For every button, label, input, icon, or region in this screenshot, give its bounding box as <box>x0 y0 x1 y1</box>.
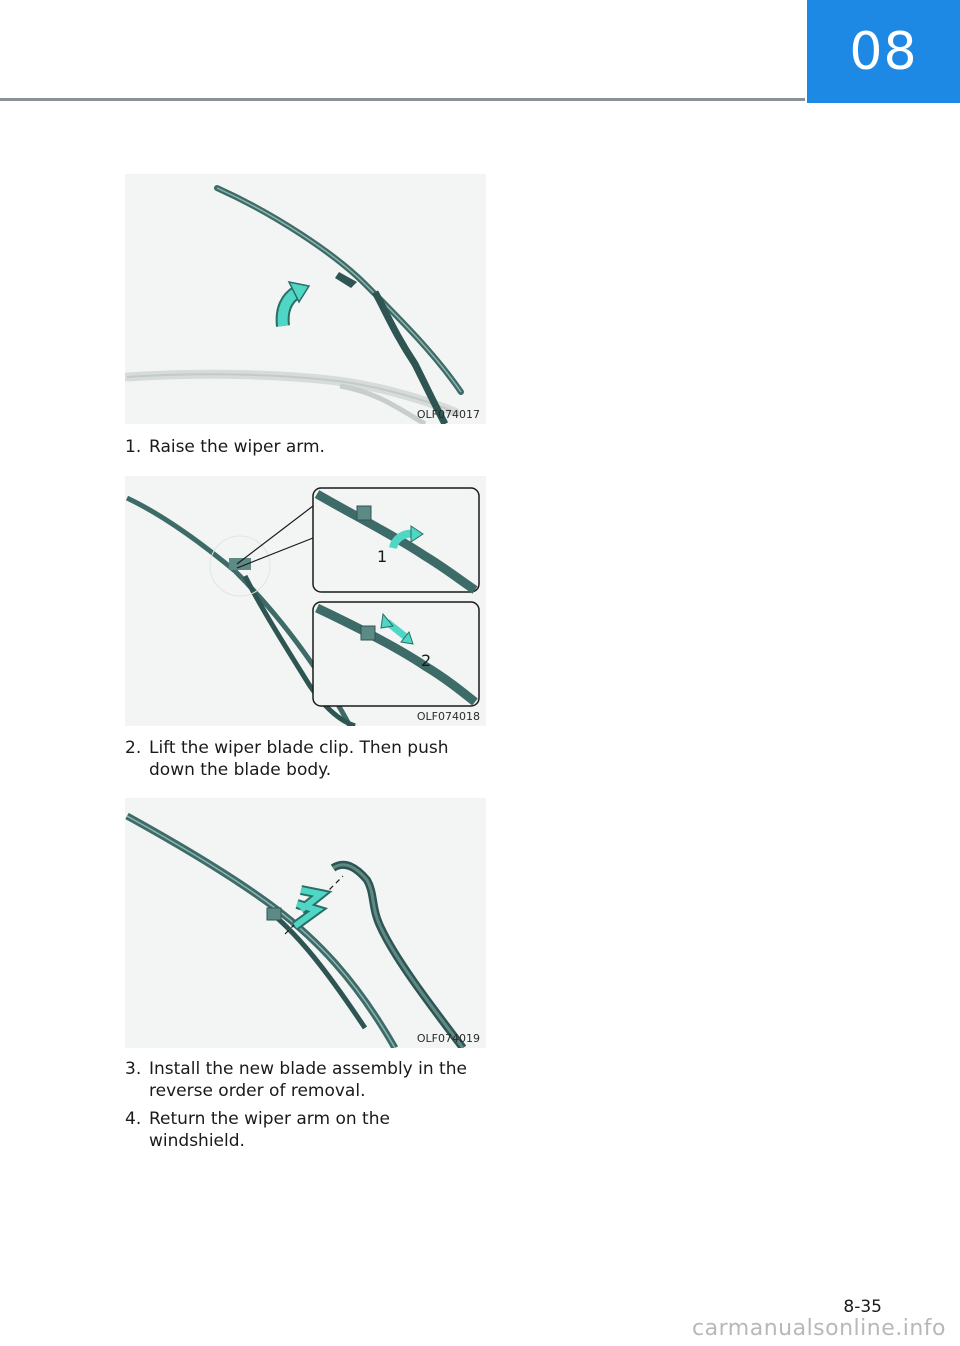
callout-2: 2 <box>421 651 431 670</box>
step-number: 1. <box>125 437 142 457</box>
step-1: 1. Raise the wiper arm. <box>125 436 487 458</box>
step-3: 3. Install the new blade assembly in the… <box>125 1058 487 1102</box>
step-text: Raise the wiper arm. <box>149 437 325 457</box>
blade-clip-illustration: 1 2 <box>125 487 480 726</box>
chapter-tab: 08 <box>807 0 960 103</box>
figure-lift-blade-clip: 1 2 OLF074018 <box>125 476 486 726</box>
page-number: 8-35 <box>843 1297 882 1317</box>
wiper-arm-raised-illustration <box>125 185 464 424</box>
figure-code: OLF074019 <box>416 1032 480 1045</box>
figure-install-blade: OLF074019 <box>125 798 486 1048</box>
figure-code: OLF074018 <box>416 710 480 723</box>
step-2: 2. Lift the wiper blade clip. Then push … <box>125 737 487 781</box>
figure-raise-wiper-arm: OLF074017 <box>125 174 486 424</box>
step-text: Install the new blade assembly in the re… <box>149 1059 467 1101</box>
chapter-number: 08 <box>849 21 918 82</box>
step-text: Return the wiper arm on the windshield. <box>149 1109 390 1151</box>
figure-code: OLF074017 <box>416 408 480 421</box>
step-number: 3. <box>125 1059 142 1079</box>
blade-install-illustration <box>125 812 467 1048</box>
step-number: 4. <box>125 1109 142 1129</box>
step-text: Lift the wiper blade clip. Then push dow… <box>149 738 449 780</box>
step-number: 2. <box>125 738 142 758</box>
callout-1: 1 <box>377 547 387 566</box>
watermark: carmanualsonline.info <box>692 1316 946 1341</box>
step-4: 4. Return the wiper arm on the windshiel… <box>125 1108 487 1152</box>
header-rule <box>0 98 805 101</box>
